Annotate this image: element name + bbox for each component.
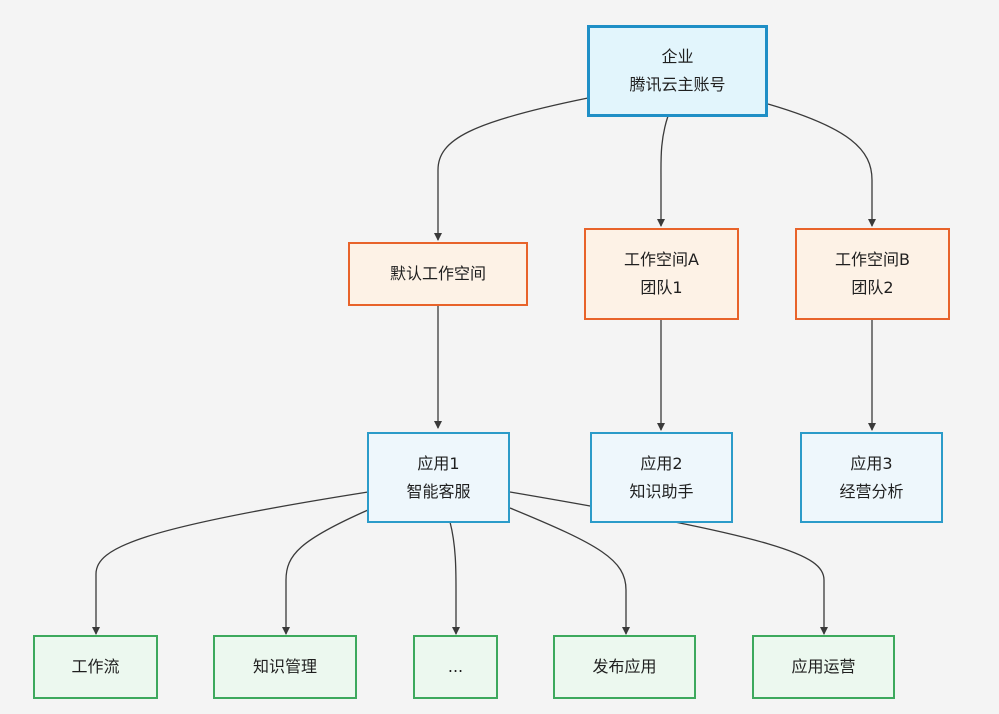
app1-line1: 应用1	[417, 453, 460, 473]
app1-line2: 智能客服	[406, 481, 471, 501]
workspace-b-line2: 团队2	[851, 278, 894, 297]
more-features-label: ...	[447, 657, 464, 676]
edge-root-to-workspace-b	[767, 103, 876, 227]
default-workspace-label: 默认工作空间	[389, 264, 486, 283]
app2-node: 应用2 知识助手	[590, 432, 733, 523]
edge-app1-to-publish	[509, 507, 630, 635]
publish-app-label: 发布应用	[592, 657, 657, 676]
app-operations-label: 应用运营	[791, 657, 856, 676]
app2-line2: 知识助手	[629, 481, 694, 501]
edge-app1-to-knowledge	[282, 509, 369, 635]
workspace-a-line1: 工作空间A	[624, 250, 699, 269]
edge-root-to-default-workspace	[434, 97, 589, 241]
app1-node: 应用1 智能客服	[367, 432, 510, 523]
app3-node: 应用3 经营分析	[800, 432, 943, 523]
enterprise-root-node: 企业 腾讯云主账号	[587, 25, 768, 117]
workspace-a-line2: 团队1	[640, 278, 683, 297]
root-node-line1: 企业	[661, 47, 694, 66]
publish-app-feature-node: 发布应用	[553, 635, 696, 699]
edge-root-to-workspace-a	[657, 115, 669, 227]
app2-line1: 应用2	[640, 453, 683, 473]
edge-app1-to-more	[449, 521, 460, 635]
app3-line1: 应用3	[850, 453, 893, 473]
app3-line2: 经营分析	[839, 481, 904, 501]
knowledge-management-feature-node: 知识管理	[213, 635, 357, 699]
default-workspace-node: 默认工作空间	[348, 242, 528, 306]
knowledge-management-label: 知识管理	[252, 657, 317, 676]
root-node-line2: 腾讯云主账号	[629, 75, 726, 94]
app-operations-feature-node: 应用运营	[752, 635, 895, 699]
edge-app1-to-workflow	[92, 491, 369, 635]
workspace-b-node: 工作空间B 团队2	[795, 228, 950, 320]
more-features-node: ...	[413, 635, 498, 699]
workflow-label: 工作流	[71, 657, 120, 676]
workspace-b-line1: 工作空间B	[835, 250, 910, 269]
workflow-feature-node: 工作流	[33, 635, 158, 699]
workspace-a-node: 工作空间A 团队1	[584, 228, 739, 320]
